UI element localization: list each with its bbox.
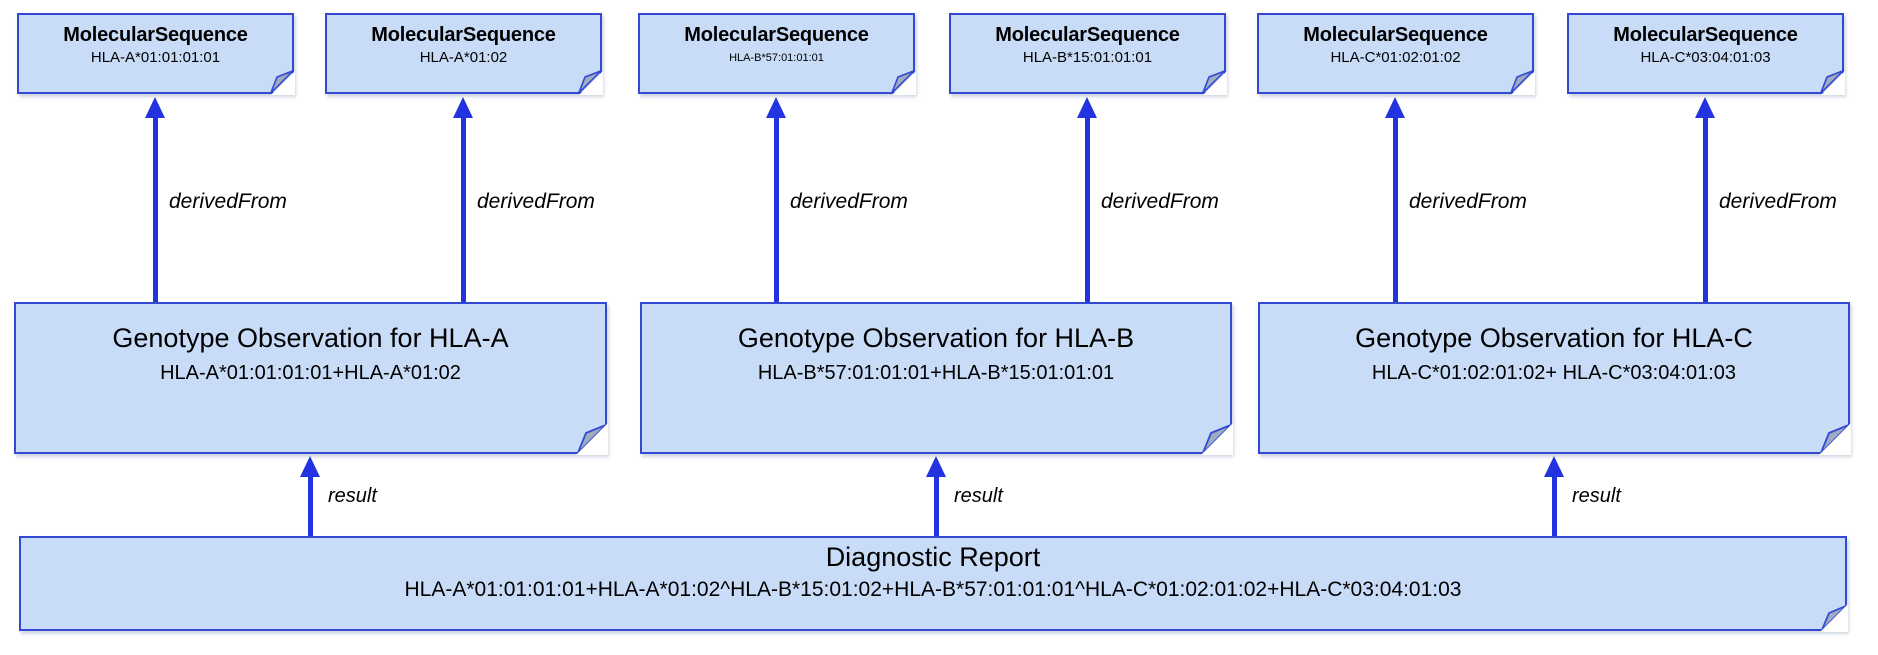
molecular-sequence-allele: HLA-C*01:02:01:02 bbox=[1330, 49, 1461, 67]
diagnostic-report-box: Diagnostic Report HLA-A*01:01:01:01+HLA-… bbox=[19, 536, 1848, 632]
folded-corner bbox=[270, 70, 294, 94]
molecular-sequence-box: MolecularSequence HLA-C*03:04:01:03 bbox=[1567, 13, 1845, 95]
molecular-sequence-box: MolecularSequence HLA-A*01:02 bbox=[325, 13, 603, 95]
molecular-sequence-box: MolecularSequence HLA-B*15:01:01:01 bbox=[949, 13, 1227, 95]
genotype-observation-title: Genotype Observation for HLA-B bbox=[737, 323, 1135, 353]
genotype-observation-value: HLA-A*01:01:01:01+HLA-A*01:02 bbox=[160, 361, 461, 384]
molecular-sequence-box: MolecularSequence HLA-B*57:01:01:01 bbox=[638, 13, 916, 95]
molecular-sequence-allele: HLA-A*01:02 bbox=[419, 49, 508, 67]
derived-from-arrowhead bbox=[1077, 97, 1097, 118]
result-arrow bbox=[308, 473, 313, 536]
folded-corner bbox=[891, 70, 915, 94]
derived-from-label: derivedFrom bbox=[790, 190, 908, 213]
result-label: result bbox=[954, 485, 1003, 507]
folded-corner bbox=[578, 70, 602, 94]
genotype-observation-box: Genotype Observation for HLA-A HLA-A*01:… bbox=[14, 302, 608, 455]
folded-corner bbox=[1202, 424, 1232, 454]
derived-from-arrowhead bbox=[766, 97, 786, 118]
molecular-sequence-allele: HLA-B*15:01:01:01 bbox=[1022, 49, 1153, 67]
derived-from-arrow bbox=[1393, 114, 1398, 302]
diagnostic-report-title: Diagnostic Report bbox=[825, 542, 1041, 572]
molecular-sequence-box: MolecularSequence HLA-A*01:01:01:01 bbox=[17, 13, 295, 95]
derived-from-arrow bbox=[153, 114, 158, 302]
derived-from-arrowhead bbox=[145, 97, 165, 118]
folded-corner bbox=[1820, 70, 1844, 94]
derived-from-label: derivedFrom bbox=[477, 190, 595, 213]
result-arrow bbox=[934, 473, 939, 536]
derived-from-label: derivedFrom bbox=[169, 190, 287, 213]
folded-corner bbox=[577, 424, 607, 454]
molecular-sequence-allele: HLA-C*03:04:01:03 bbox=[1640, 49, 1771, 67]
molecular-sequence-title: MolecularSequence bbox=[63, 24, 248, 46]
folded-corner bbox=[1820, 424, 1850, 454]
genotype-observation-value: HLA-C*01:02:01:02+ HLA-C*03:04:01:03 bbox=[1371, 361, 1737, 384]
molecular-sequence-title: MolecularSequence bbox=[1613, 24, 1798, 46]
molecular-sequence-allele: HLA-A*01:01:01:01 bbox=[90, 49, 221, 67]
genotype-observation-title: Genotype Observation for HLA-C bbox=[1355, 323, 1753, 353]
result-label: result bbox=[1572, 485, 1621, 507]
derived-from-arrow bbox=[1703, 114, 1708, 302]
molecular-sequence-title: MolecularSequence bbox=[995, 24, 1180, 46]
derived-from-arrowhead bbox=[1695, 97, 1715, 118]
result-arrowhead bbox=[1544, 456, 1564, 477]
derived-from-arrowhead bbox=[453, 97, 473, 118]
derived-from-arrowhead bbox=[1385, 97, 1405, 118]
genotype-observation-box: Genotype Observation for HLA-C HLA-C*01:… bbox=[1258, 302, 1851, 455]
molecular-sequence-title: MolecularSequence bbox=[1303, 24, 1488, 46]
folded-corner bbox=[1510, 70, 1534, 94]
derived-from-arrow bbox=[461, 114, 466, 302]
result-arrowhead bbox=[300, 456, 320, 477]
molecular-sequence-box: MolecularSequence HLA-C*01:02:01:02 bbox=[1257, 13, 1535, 95]
genotype-observation-value: HLA-B*57:01:01:01+HLA-B*15:01:01:01 bbox=[757, 361, 1115, 384]
derived-from-arrow bbox=[1085, 114, 1090, 302]
folded-corner bbox=[1202, 70, 1226, 94]
derived-from-label: derivedFrom bbox=[1719, 190, 1837, 213]
molecular-sequence-allele: HLA-B*57:01:01:01 bbox=[729, 52, 824, 65]
molecular-sequence-title: MolecularSequence bbox=[684, 24, 869, 46]
folded-corner bbox=[1821, 605, 1847, 631]
molecular-sequence-title: MolecularSequence bbox=[371, 24, 556, 46]
genotype-observation-box: Genotype Observation for HLA-B HLA-B*57:… bbox=[640, 302, 1233, 455]
result-arrowhead bbox=[926, 456, 946, 477]
derived-from-label: derivedFrom bbox=[1101, 190, 1219, 213]
result-arrow bbox=[1552, 473, 1557, 536]
derived-from-label: derivedFrom bbox=[1409, 190, 1527, 213]
derived-from-arrow bbox=[774, 114, 779, 302]
result-label: result bbox=[328, 485, 377, 507]
genotype-observation-title: Genotype Observation for HLA-A bbox=[112, 323, 509, 353]
diagnostic-report-value: HLA-A*01:01:01:01+HLA-A*01:02^HLA-B*15:0… bbox=[404, 578, 1462, 602]
